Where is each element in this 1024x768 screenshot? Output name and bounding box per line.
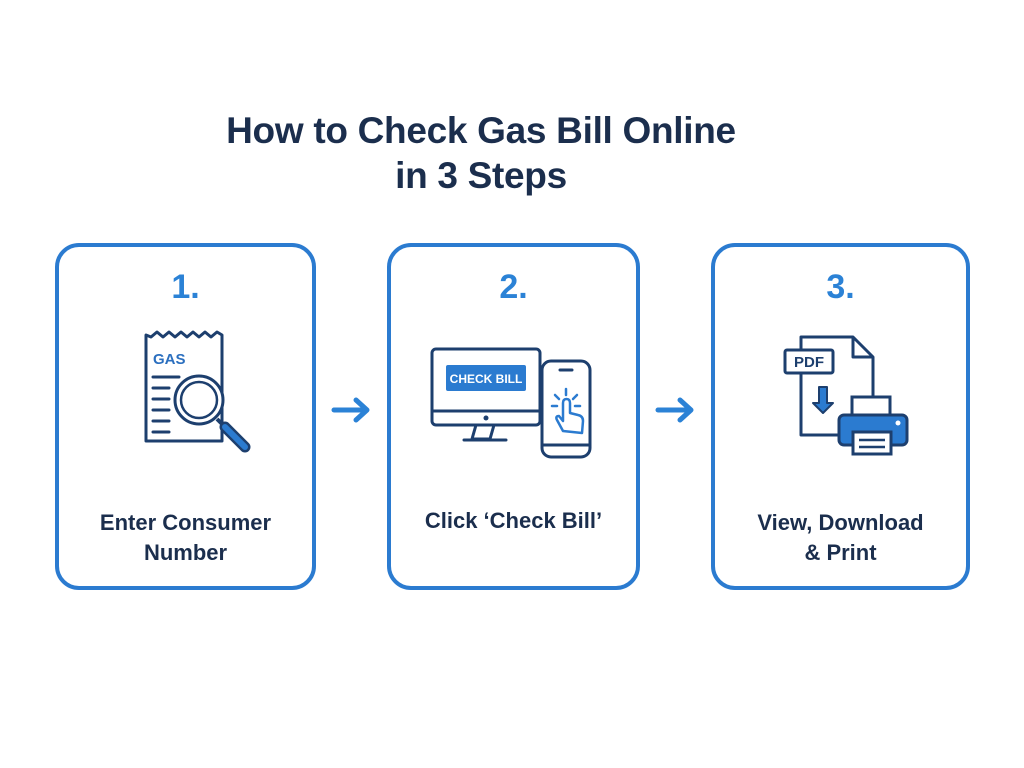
arrow-right-icon [655,397,694,423]
pdf-download-print-icon: PDF [783,335,909,456]
step-number: 3. [826,268,855,306]
title-line-2: in 3 Steps [395,155,567,196]
step-label: Click ‘Check Bill’ [424,508,603,533]
step-label: Enter Consumer Number [99,510,272,565]
computer-phone-click-icon: CHECK BILL [430,347,592,459]
step-card-1: 1. GAS Enter Consumer Number [55,243,316,590]
step-label: View, Download & Print [757,510,924,565]
step-number: 1. [171,268,200,306]
title-line-1: How to Check Gas Bill Online [226,110,736,151]
step-card-2: 2. CHECK BILL Click ‘Check Bill’ [387,243,640,590]
page-title: How to Check Gas Bill Online in 3 Steps [0,108,962,198]
svg-text:GAS: GAS [153,351,186,368]
gas-bill-search-icon: GAS [144,330,251,453]
arrow-right-icon [331,397,370,423]
svg-text:PDF: PDF [794,354,824,371]
step-card-3: 3. PDF View, Download & Print [711,243,970,590]
step-number: 2. [499,268,528,306]
svg-text:CHECK BILL: CHECK BILL [450,372,523,386]
